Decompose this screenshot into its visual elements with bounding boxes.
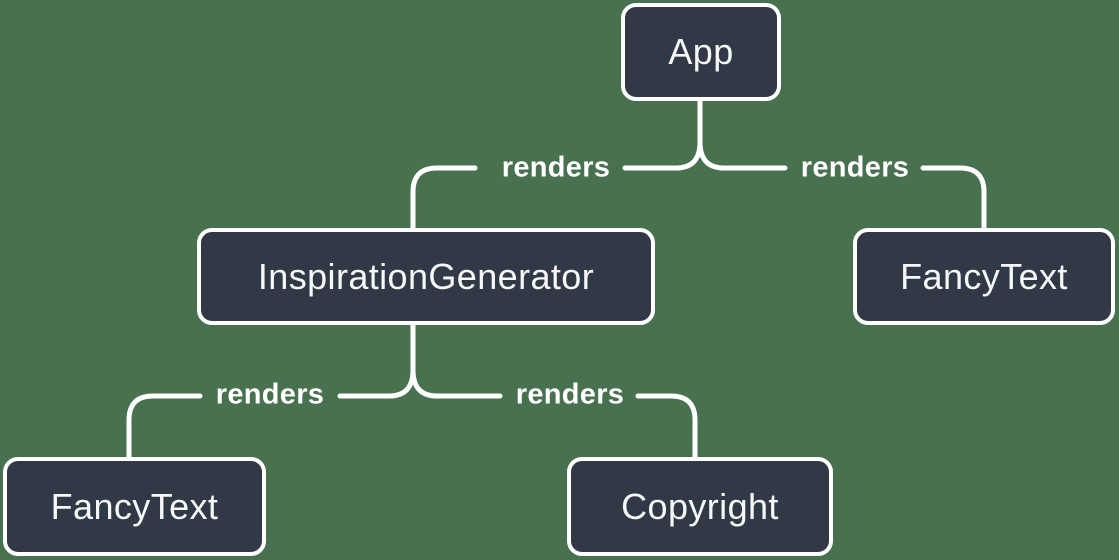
edge-line-inspirationgenerator-copyright-fork [410,367,503,399]
node-fancy-text-bottom: FancyText [3,457,266,556]
edge-line-app-fancytext-fork [697,139,788,171]
edge-line-app-inspirationgenerator-drop [410,165,478,231]
edge-line-inspirationgenerator-copyright-drop [635,393,698,460]
node-inspiration-generator: InspirationGenerator [197,228,655,325]
node-fancy-text-top: FancyText [853,228,1115,325]
edge-line-inspirationgenerator-fancytext-fork [337,367,416,399]
edge-label-inspirationgenerator-copyright: renders [515,378,625,411]
edge-line-inspirationgenerator-fancytext-drop [126,393,203,460]
edge-label-inspirationgenerator-fancytext: renders [215,378,325,411]
edge-label-app-inspirationgenerator: renders [501,151,611,184]
edge-line-app-fancytext-drop [920,165,987,231]
node-app: App [621,3,781,101]
edge-line-app-inspirationgenerator-fork [622,139,703,171]
edge-label-app-fancytext: renders [800,151,910,184]
node-copyright: Copyright [567,457,833,556]
